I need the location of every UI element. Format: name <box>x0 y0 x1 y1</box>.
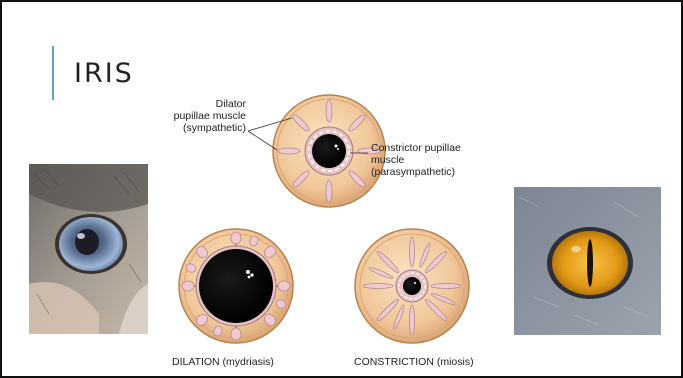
dilator-label-line-1: Dilator <box>162 98 246 110</box>
constrictor-label: Constrictor pupillae muscle (parasympath… <box>371 142 511 178</box>
dilator-label-line-2: pupillae muscle <box>162 110 246 122</box>
constriction-iris-diagram <box>355 229 469 343</box>
dilator-label-line-3: (sympathetic) <box>162 122 246 134</box>
constrictor-label-line-2: muscle <box>371 154 511 166</box>
dilator-label: Dilator pupillae muscle (sympathetic) <box>162 98 246 134</box>
dilation-iris-diagram <box>179 229 293 343</box>
constrictor-label-line-1: Constrictor pupillae <box>371 142 511 154</box>
constriction-caption: CONSTRICTION (miosis) <box>354 356 474 368</box>
top-iris-diagram <box>273 95 385 207</box>
constrictor-label-line-3: (parasympathetic) <box>371 166 511 178</box>
dilation-caption: DILATION (mydriasis) <box>172 356 274 368</box>
